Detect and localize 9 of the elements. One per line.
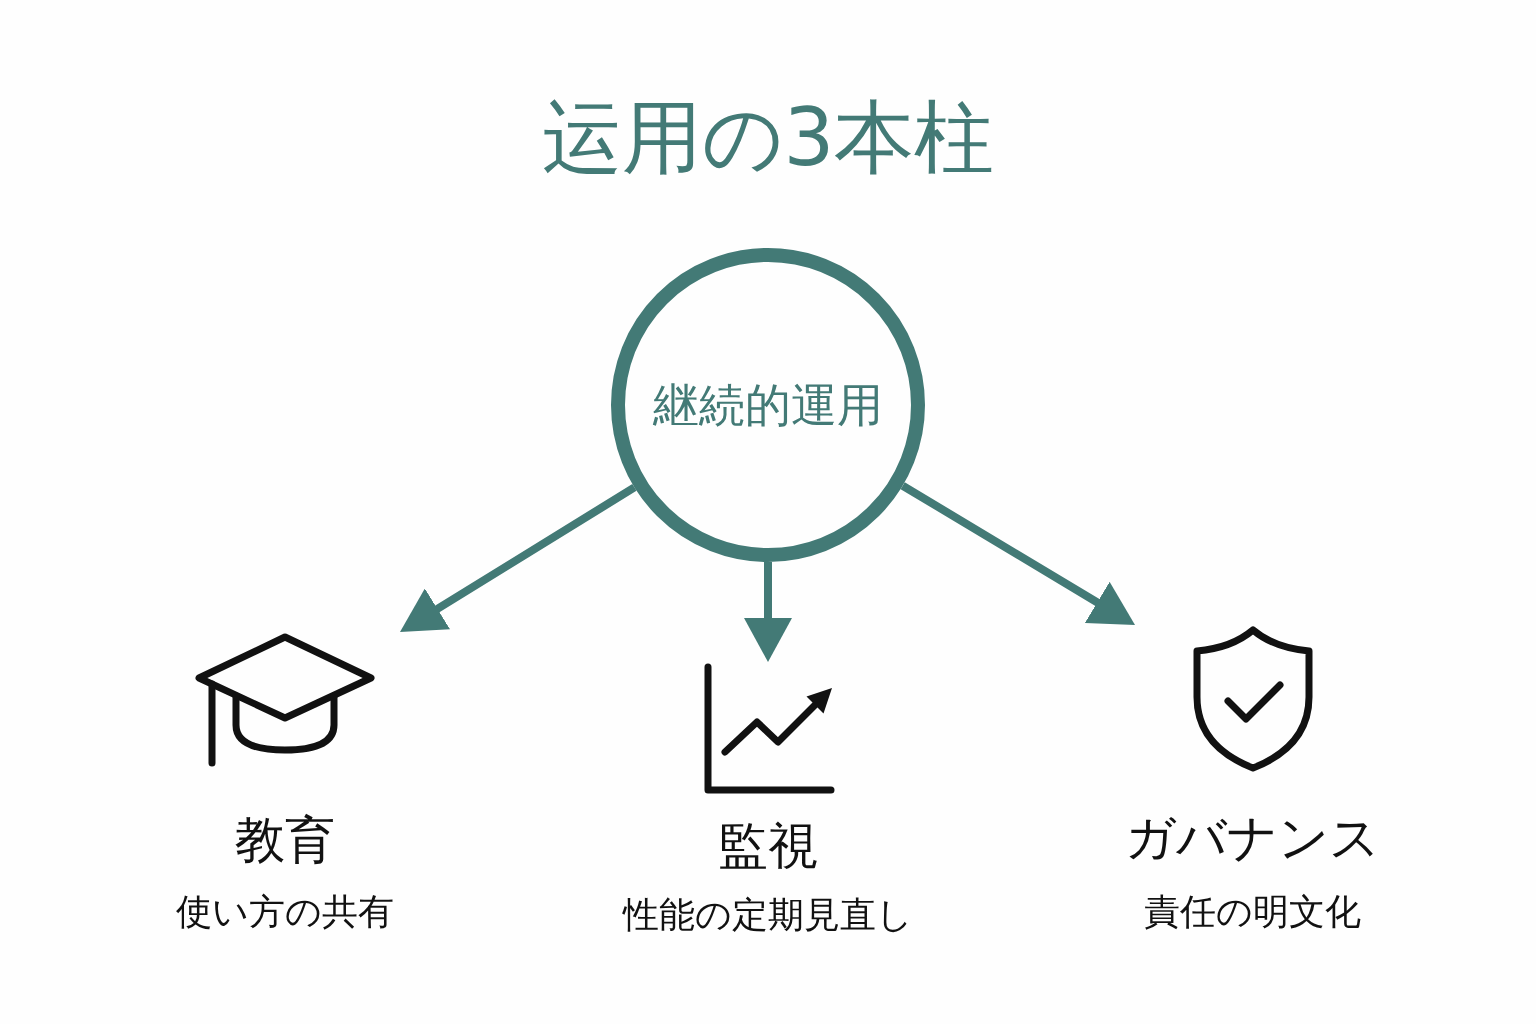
pillar-description: 使い方の共有	[176, 890, 394, 934]
pillar-heading: 教育	[235, 810, 335, 870]
pillar-heading: 監視	[718, 816, 818, 876]
hub-label: 継続的運用	[653, 377, 883, 433]
pillar-heading: ガバナンス	[1124, 808, 1380, 868]
pillar-description: 責任の明文化	[1143, 890, 1361, 934]
hub-circle	[611, 248, 925, 562]
diagram-title: 运用の3本柱	[541, 90, 995, 186]
pillar-description: 性能の定期見直し	[623, 893, 913, 937]
